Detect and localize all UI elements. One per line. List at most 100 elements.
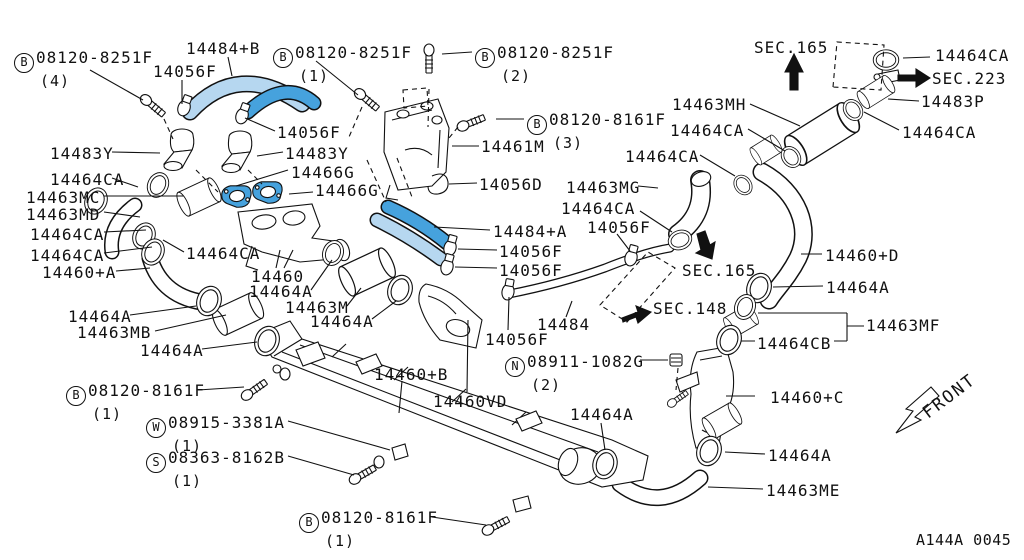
part-number-text: 14464CA	[30, 225, 105, 244]
part-number-text: 14461M	[481, 137, 545, 156]
part-number-text: 08120-8161F	[549, 110, 666, 129]
part-number-text: 14056F	[277, 123, 341, 142]
parts	[237, 69, 901, 513]
quantity-text: (2)	[501, 67, 532, 85]
sec165-up-arrow	[784, 52, 804, 91]
part-number-text: 14464CA	[50, 170, 125, 189]
part-number-text: 14464CA	[561, 199, 636, 218]
part-label: 14463MD	[26, 206, 100, 223]
part-label: 14483P	[921, 93, 985, 110]
part-label: 14464CA	[625, 148, 699, 165]
part-label: 14464A	[570, 406, 634, 423]
part-label: 14464CA	[561, 200, 635, 217]
part-label: 14464CB	[757, 335, 831, 352]
part-label: 14056D	[479, 176, 543, 193]
part-label: 14056F	[485, 331, 549, 348]
quantity-text: (1)	[172, 437, 203, 455]
part-number-text: 14463ME	[766, 481, 841, 500]
part-number-text: SEC.165	[682, 261, 757, 280]
part-number-text: 14483Y	[50, 144, 114, 163]
part-number-text: 08120-8251F	[295, 43, 412, 62]
quantity-text: (1)	[92, 405, 123, 423]
sec165-down-arrow	[694, 230, 716, 260]
part-label: 14461M	[481, 138, 545, 155]
part-number-text: 14463M	[285, 298, 349, 317]
part-label: 14056F	[277, 124, 341, 141]
part-number-text: 14463MD	[26, 205, 101, 224]
part-number-text: 14056F	[499, 242, 563, 261]
prefix-circle: W	[146, 418, 166, 438]
part-number-text: 14464A	[310, 312, 374, 331]
drawing-number: A144A 0045	[916, 531, 1012, 549]
part-label: 14460+C	[770, 389, 844, 406]
part-number-text: 14463MH	[672, 95, 747, 114]
part-label: 14483Y	[285, 145, 349, 162]
prefix-circle: B	[66, 386, 86, 406]
part-number-text: SEC.165	[754, 38, 829, 57]
part-number-text: 08120-8251F	[497, 43, 614, 62]
part-label: 14464CA	[902, 124, 976, 141]
part-label: 14484	[537, 316, 590, 333]
part-label: 14056F	[587, 219, 651, 236]
prefix-circle: B	[527, 115, 547, 135]
part-label: 14464A	[68, 308, 132, 325]
part-number-text: 14460+B	[374, 365, 449, 384]
quantity-text: (4)	[40, 72, 71, 90]
part-label: 14464A	[310, 313, 374, 330]
part-number-text: 08363-8162B	[168, 448, 285, 467]
part-number-text: 14464A	[249, 282, 313, 301]
part-number-text: 14483P	[921, 92, 985, 111]
section-label: SEC.148	[653, 299, 727, 318]
part-number-text: 08911-1082G	[527, 352, 644, 371]
part-number-text: 08120-8161F	[321, 508, 438, 527]
quantity-text: (1)	[299, 67, 330, 85]
part-number-text: 14466G	[315, 181, 379, 200]
part-number-text: 08915-3381A	[168, 413, 285, 432]
prefix-circle: S	[146, 453, 166, 473]
part-label: 14484+A	[493, 223, 567, 240]
part-number-text: 14463MG	[566, 178, 641, 197]
part-number-text: 08120-8161F	[88, 381, 205, 400]
part-label: 14460+A	[42, 264, 116, 281]
part-label: 14483Y	[50, 145, 114, 162]
direction-arrows	[621, 52, 940, 434]
part-number-text: 14464CA	[902, 123, 977, 142]
part-number-text: 14460VD	[433, 392, 508, 411]
part-label: 14460+B	[374, 366, 448, 383]
part-number-text: 14483Y	[285, 144, 349, 163]
part-number-text: 14056F	[499, 261, 563, 280]
part-label: 14463MC	[26, 189, 100, 206]
part-number-text: 14466G	[291, 163, 355, 182]
part-label: 14466G	[315, 182, 379, 199]
part-label: 14484+B	[186, 40, 260, 57]
part-label: 14463MH	[672, 96, 746, 113]
part-label: 14464CA	[30, 226, 104, 243]
part-label: 14056F	[499, 243, 563, 260]
part-number-text: SEC.148	[653, 299, 728, 318]
quantity-text: (2)	[531, 376, 562, 394]
part-label: 14463M	[285, 299, 349, 316]
part-label: 14464A	[826, 279, 890, 296]
part-number-text: 14464CA	[625, 147, 700, 166]
part-number-text: 14460	[251, 267, 305, 286]
part-number-text: 14464A	[140, 341, 204, 360]
part-label: 14056F	[153, 63, 217, 80]
part-number-text: 08120-8251F	[36, 48, 153, 67]
section-label: SEC.165	[682, 261, 756, 280]
section-label: SEC.223	[932, 69, 1006, 88]
fittings	[80, 43, 900, 538]
part-number-text: 14056D	[479, 175, 543, 194]
part-number-text: 14460+C	[770, 388, 845, 407]
highlighted-hoses	[181, 75, 455, 267]
part-number-text: 14464CA	[935, 46, 1010, 65]
part-label: 14463MF	[866, 317, 940, 334]
